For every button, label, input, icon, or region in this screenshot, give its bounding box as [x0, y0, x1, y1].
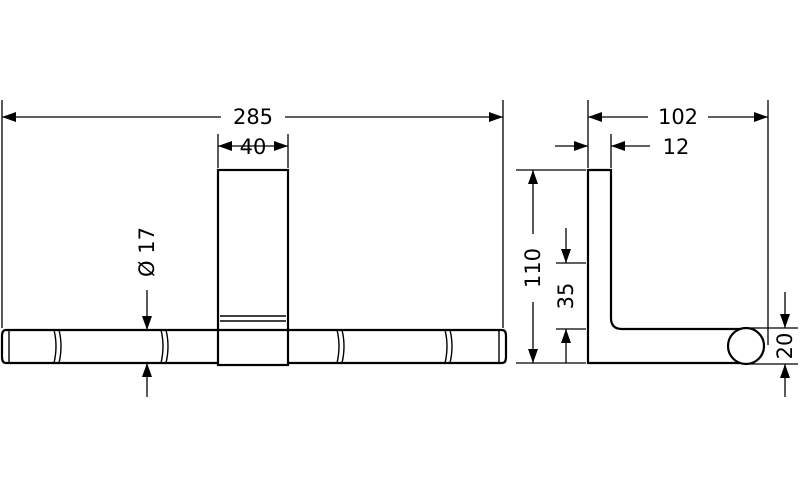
- dim-text-height: 110: [521, 248, 545, 288]
- dim-text-depth: 102: [658, 105, 698, 129]
- dim-text-rod-height: 20: [773, 333, 797, 360]
- dim-text-bracket-width: 40: [240, 135, 267, 159]
- dim-text-rod-diameter: Ø 17: [135, 227, 159, 277]
- dim-arm-offset: 35: [554, 228, 586, 363]
- dim-text-wall-thickness: 12: [663, 135, 690, 159]
- front-view: 285 40 Ø 17: [0, 100, 508, 397]
- dim-rod-diameter: Ø 17: [128, 227, 160, 397]
- bracket: [216, 168, 290, 367]
- dim-text-arm-offset: 35: [554, 283, 578, 310]
- dim-depth: 102: [587, 100, 769, 345]
- dim-wall-thickness: 12: [555, 134, 689, 168]
- dim-text-overall-width: 285: [233, 105, 273, 129]
- dim-bracket-width: 40: [217, 134, 289, 168]
- dim-overall-width: 285: [1, 100, 504, 328]
- dim-rod-height: 20: [748, 292, 798, 397]
- rod-end-circle: [726, 326, 766, 366]
- side-view: 102 12 110 35: [516, 100, 798, 397]
- dim-height: 110: [516, 169, 586, 364]
- holder-profile: [586, 168, 748, 365]
